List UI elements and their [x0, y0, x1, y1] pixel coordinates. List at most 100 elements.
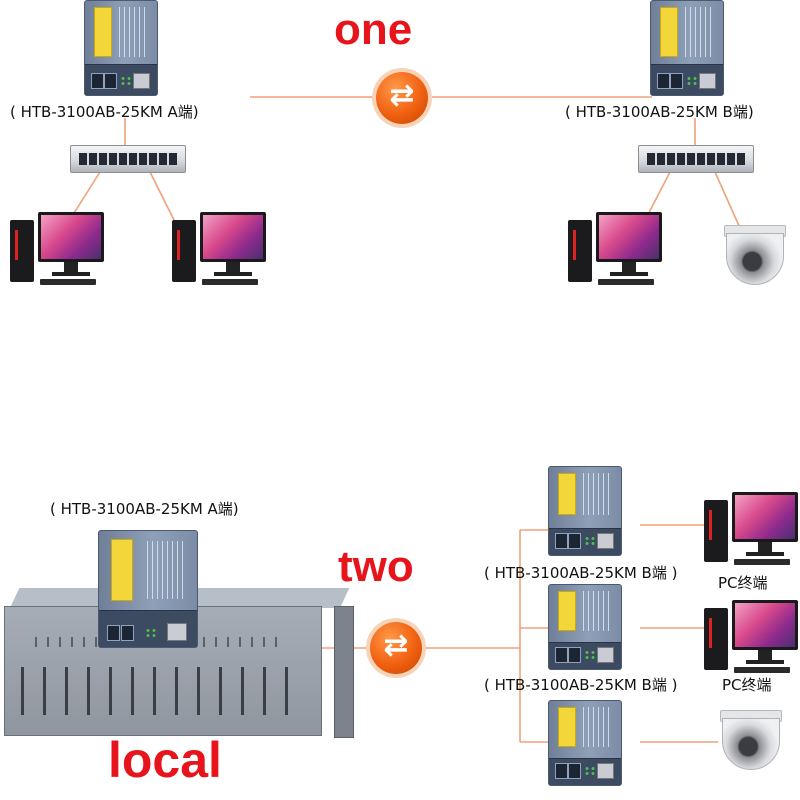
pc-monitor [200, 212, 266, 262]
ethernet-switch-right [638, 145, 754, 173]
pc-screen [735, 603, 795, 647]
label-a-one: ( HTB-3100AB-25KM A端) [10, 103, 199, 121]
exchange-icon: ⇄ [370, 622, 422, 674]
label-sticker [94, 7, 112, 57]
camera-dome [722, 718, 780, 770]
pc-tower [704, 500, 728, 562]
rack-chassis-icon [0, 588, 354, 738]
device-text [583, 707, 613, 747]
sc-port [555, 763, 568, 779]
desktop-pc-icon [10, 212, 110, 286]
pc-screen [735, 495, 795, 539]
camera-dome [726, 233, 784, 285]
switch-ports [79, 153, 177, 165]
status-leds [145, 628, 157, 638]
monitor-base [214, 272, 252, 276]
monitor-base [52, 272, 90, 276]
label-b-two-1: ( HTB-3100AB-25KM B端 ) [484, 564, 678, 582]
desktop-pc-icon [172, 212, 272, 286]
front-panel [549, 642, 621, 669]
desktop-pc-icon [704, 492, 800, 566]
front-panel [651, 64, 723, 95]
front-panel [99, 610, 197, 647]
sc-port [568, 647, 581, 663]
switch-ports [647, 153, 745, 165]
rj45-port [133, 73, 150, 89]
label-sticker [558, 707, 576, 747]
exchange-glyph: ⇄ [383, 628, 409, 663]
chassis-slots [21, 667, 305, 715]
pc-screen [41, 215, 101, 259]
pc-screen [599, 215, 659, 259]
device-text [583, 591, 613, 631]
label-b-two-2: ( HTB-3100AB-25KM B端 ) [484, 676, 678, 694]
device-text [147, 541, 187, 599]
monitor-stand [758, 650, 772, 660]
sc-port [555, 647, 568, 663]
exchange-glyph: ⇄ [389, 78, 415, 113]
rj45-port [597, 763, 614, 779]
media-converter-a-one [84, 0, 158, 96]
pc-monitor [596, 212, 662, 262]
label-a-two: ( HTB-3100AB-25KM A端) [50, 500, 239, 518]
keyboard [40, 279, 96, 285]
label-sticker [660, 7, 678, 57]
media-converter-b-two-1 [548, 466, 622, 556]
sc-port [657, 73, 670, 89]
pc-tower [568, 220, 592, 282]
monitor-base [746, 552, 784, 556]
title-local: local [108, 732, 222, 788]
pc-tower [704, 608, 728, 670]
media-converter-b-two-2 [548, 584, 622, 670]
status-leds [120, 76, 132, 86]
monitor-stand [226, 262, 240, 272]
sc-port [568, 533, 581, 549]
pc-monitor [732, 600, 798, 650]
sc-port [568, 763, 581, 779]
monitor-stand [758, 542, 772, 552]
media-converter-b-one [650, 0, 724, 96]
sc-port [555, 533, 568, 549]
label-pc-end-2: PC终端 [722, 676, 772, 694]
desktop-pc-icon [568, 212, 668, 286]
device-text [685, 7, 715, 57]
sc-port [121, 625, 134, 641]
keyboard [598, 279, 654, 285]
keyboard [202, 279, 258, 285]
label-sticker [558, 591, 576, 631]
front-panel [549, 758, 621, 785]
label-sticker [111, 539, 133, 601]
status-leds [686, 76, 698, 86]
rj45-port [597, 647, 614, 663]
title-two: two [338, 542, 414, 591]
media-converter-a-two [98, 530, 198, 648]
monitor-stand [622, 262, 636, 272]
monitor-stand [64, 262, 78, 272]
status-leds [584, 536, 596, 546]
sc-port [670, 73, 683, 89]
front-panel [549, 528, 621, 555]
exchange-icon: ⇄ [376, 72, 428, 124]
device-text [119, 7, 149, 57]
ethernet-switch-left [70, 145, 186, 173]
pc-tower [172, 220, 196, 282]
rj45-port [699, 73, 716, 89]
keyboard [734, 559, 790, 565]
pc-monitor [732, 492, 798, 542]
rj45-port [597, 533, 614, 549]
monitor-base [610, 272, 648, 276]
monitor-base [746, 660, 784, 664]
link-switch-to-camera-1 [714, 171, 741, 229]
sc-port [104, 73, 117, 89]
media-converter-b-two-3 [548, 700, 622, 786]
status-leds [584, 766, 596, 776]
sc-port [91, 73, 104, 89]
desktop-pc-icon [704, 600, 800, 674]
pc-screen [203, 215, 263, 259]
label-sticker [558, 473, 576, 515]
pc-tower [10, 220, 34, 282]
status-leds [584, 650, 596, 660]
rj45-port [167, 623, 187, 641]
device-text [583, 473, 613, 515]
